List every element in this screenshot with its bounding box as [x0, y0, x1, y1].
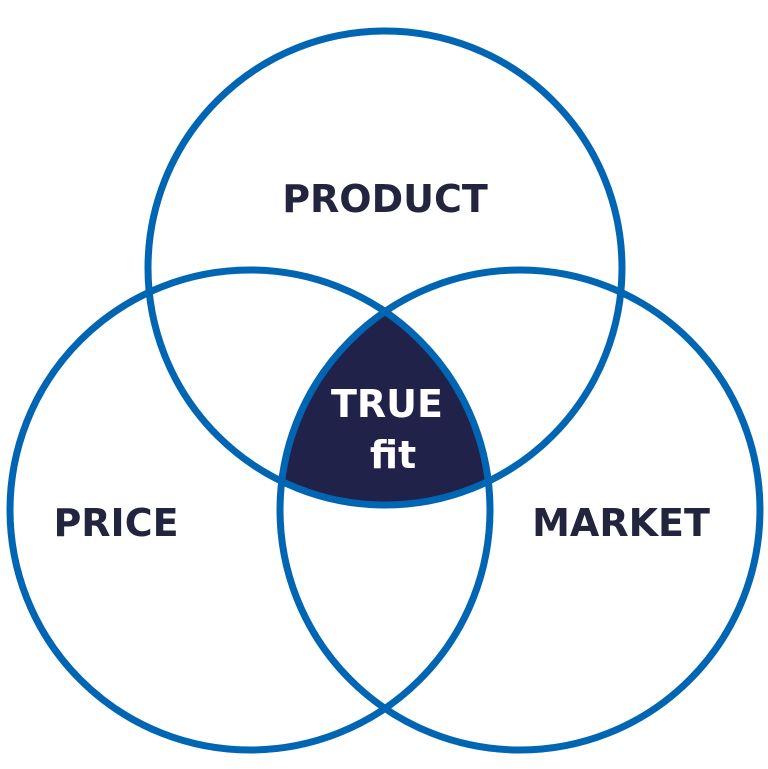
- product-circle: [144, 27, 626, 509]
- price-circle: [6, 266, 494, 754]
- market-circle: [276, 266, 764, 754]
- price-label: PRICE: [53, 501, 178, 545]
- intersection-label-line1: TRUE: [331, 382, 443, 426]
- intersection-label-line2: fit: [370, 433, 416, 477]
- product-label: PRODUCT: [282, 177, 488, 221]
- intersection-region: [280, 270, 490, 505]
- market-label: MARKET: [532, 501, 710, 545]
